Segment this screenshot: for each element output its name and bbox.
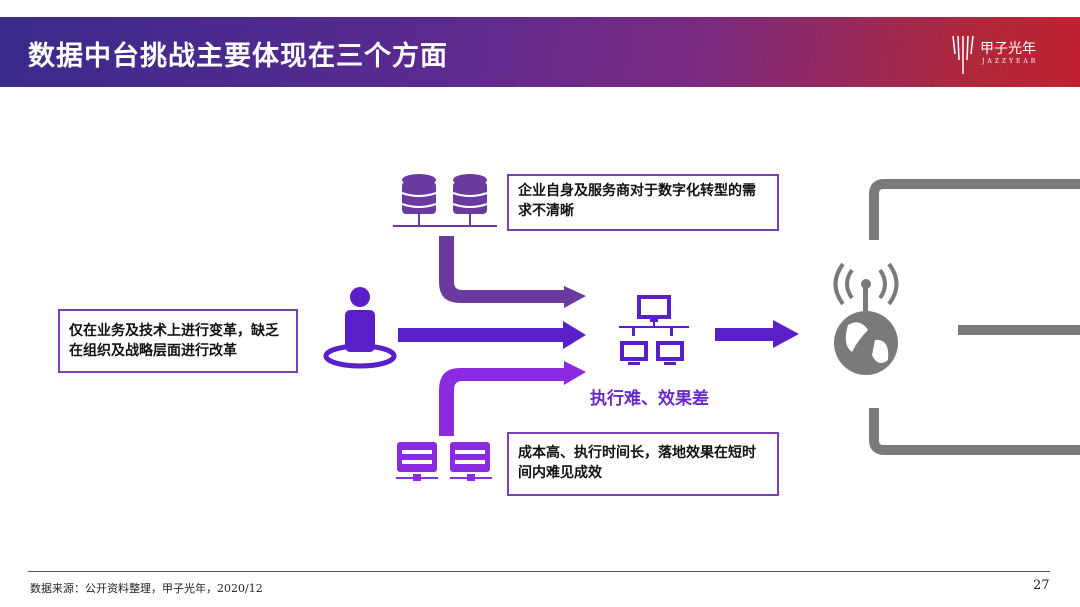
arrow-top: [439, 236, 586, 308]
center-label: 执行难、效果差: [590, 389, 709, 409]
database-icon: [393, 174, 497, 227]
page-number: 27: [1033, 578, 1050, 593]
challenge-box-demand: 企业自身及服务商对于数字化转型的需求不清晰: [507, 174, 779, 231]
footer-divider: [28, 571, 1050, 572]
data-source: 数据来源：公开资料整理，甲子光年，2020/12: [30, 582, 263, 595]
arrow-right: [715, 320, 799, 348]
challenge-box-cost: 成本高、执行时间长，落地效果在短时间内难见成效: [507, 432, 779, 496]
logo-text: 甲子光年: [980, 41, 1036, 57]
arrow-middle: [398, 321, 586, 349]
arrow-bottom: [439, 361, 586, 436]
challenge-box-organization: 仅在业务及技术上进行变革，缺乏在组织及战略层面进行改革: [58, 309, 298, 373]
header-banner: [0, 17, 1080, 87]
logo-mark-icon: [952, 35, 974, 74]
person-icon: [323, 287, 397, 369]
globe-antenna-icon: [833, 262, 899, 375]
bracket-gray: [869, 179, 1080, 455]
server-icon: [396, 442, 492, 481]
network-icon: [619, 295, 689, 365]
logo-subtext: JAZZYEAR: [982, 58, 1039, 65]
page-title: 数据中台挑战主要体现在三个方面: [28, 41, 448, 72]
